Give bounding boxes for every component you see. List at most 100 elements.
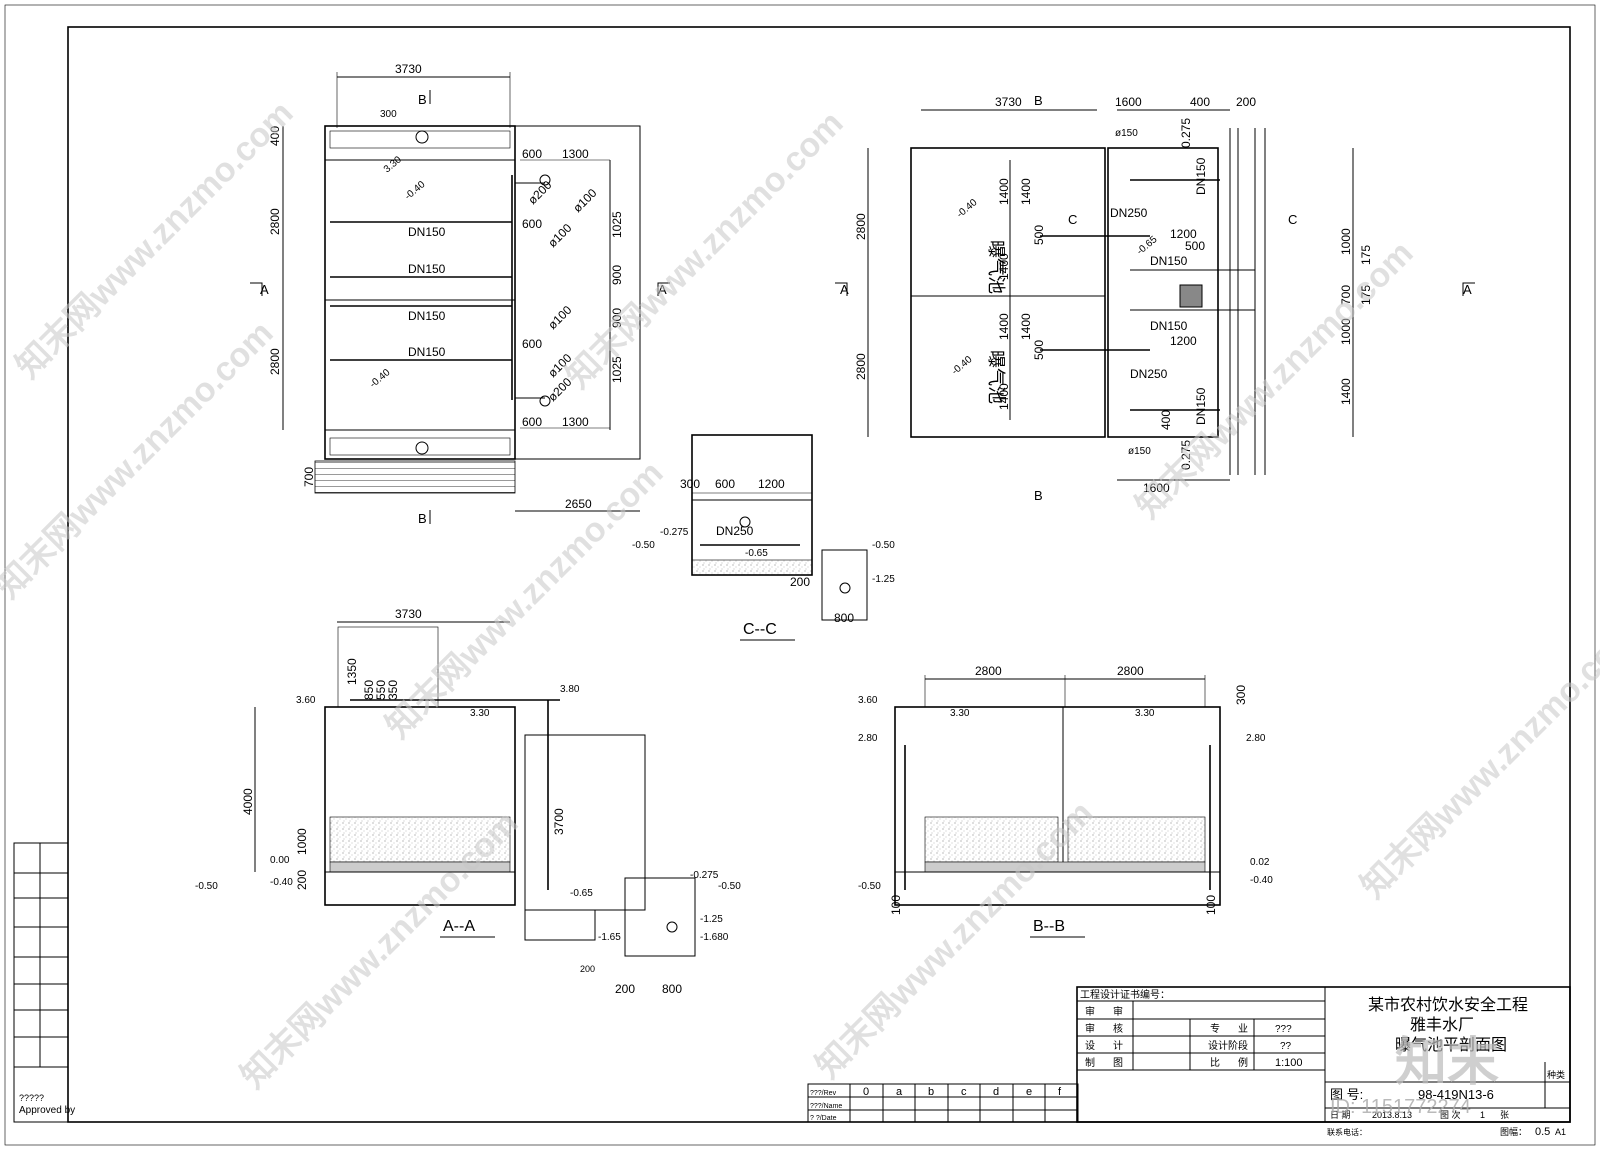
plan-left-width: 3730 bbox=[395, 62, 422, 76]
section-bb-el-280a: 2.80 bbox=[858, 733, 878, 744]
section-aa-dim-850: 850 bbox=[362, 680, 376, 700]
plan-right-dn250b: DN250 bbox=[1130, 367, 1168, 381]
section-cc-dim-300: 300 bbox=[680, 477, 700, 491]
plan-left-slope-3: 3.30 bbox=[382, 154, 404, 175]
plan-left-dim-600a: 600 bbox=[522, 147, 542, 161]
section-aa-el-n065: -0.65 bbox=[570, 888, 593, 899]
section-cc: 300 600 1200 DN250 -0.50 -0.275 -0.65 -0… bbox=[632, 434, 895, 641]
plan-right-dn150c: DN150 bbox=[1194, 157, 1208, 195]
plan-right-dim-1400e: 1400 bbox=[1019, 178, 1033, 205]
section-aa-dim-1350: 1350 bbox=[345, 658, 359, 685]
tb-r3d: ?? bbox=[1280, 1041, 1292, 1052]
watermark-3: 知末网www.znzmo.com bbox=[1129, 234, 1421, 526]
plan-right-dim-1200b: 1200 bbox=[1170, 334, 1197, 348]
plan-right-sec-a-left: A bbox=[840, 282, 849, 297]
section-aa-el-000: 0.00 bbox=[270, 855, 290, 866]
plan-right-dn250a: DN250 bbox=[1110, 206, 1148, 220]
section-aa-el-330: 3.30 bbox=[470, 708, 490, 719]
revision-letter: d bbox=[993, 1086, 999, 1098]
tb-sheet-label: 图 次 bbox=[1440, 1109, 1461, 1120]
sheet-border-inner bbox=[67, 26, 1571, 1123]
tb-r3a: 设 bbox=[1085, 1040, 1095, 1052]
plan-right-dim-1200a: 1200 bbox=[1170, 227, 1197, 241]
section-cc-el-3: -0.65 bbox=[745, 548, 768, 559]
section-aa-el-n050a: -0.50 bbox=[195, 881, 218, 892]
tb-date-label: 日 期 bbox=[1330, 1110, 1351, 1120]
plan-right-slope-2: -0.40 bbox=[950, 354, 975, 377]
revision-letter: 0 bbox=[863, 1086, 869, 1098]
plan-right-dim-500a: 500 bbox=[1032, 225, 1046, 245]
section-bb-el-n050: -0.50 bbox=[858, 881, 881, 892]
section-cc-el-4: -0.50 bbox=[872, 540, 895, 551]
plan-left-dim-2800b: 2800 bbox=[268, 348, 282, 375]
section-cc-dim-600: 600 bbox=[715, 477, 735, 491]
plan-left-dim-2650: 2650 bbox=[565, 497, 592, 511]
section-aa-el-n1680: -1.680 bbox=[700, 932, 729, 943]
section-cc-dn250: DN250 bbox=[716, 524, 754, 538]
revision-letter: c bbox=[961, 1086, 967, 1098]
tb-sheet-of: 张 bbox=[1500, 1110, 1509, 1120]
section-aa-dim-350: 350 bbox=[386, 680, 400, 700]
tb-r4a: 制 bbox=[1085, 1056, 1095, 1069]
tb-r2d: 业 bbox=[1238, 1023, 1248, 1035]
section-bb-el-n040: -0.40 bbox=[1250, 875, 1273, 886]
plan-left-manhole: 300 bbox=[380, 109, 397, 120]
approval-question: ????? bbox=[19, 1093, 44, 1103]
tb-date: ? ?/Date bbox=[810, 1115, 837, 1122]
plan-left-dn150-2: DN150 bbox=[408, 262, 446, 276]
section-aa-dim-550: 550 bbox=[374, 680, 388, 700]
section-bb-el-330a: 3.30 bbox=[950, 708, 970, 719]
section-bb-dim-100b: 100 bbox=[1204, 895, 1218, 915]
section-cc-dim-1200: 1200 bbox=[758, 477, 785, 491]
revision-letter: e bbox=[1026, 1086, 1032, 1098]
plan-left-dim-900a: 900 bbox=[610, 265, 624, 285]
plan-right-dim-175b: 175 bbox=[1359, 285, 1373, 305]
tb-project: 某市农村饮水安全工程 bbox=[1368, 996, 1528, 1014]
plan-left-phi200a: ø200 bbox=[525, 178, 554, 207]
plan-left-dn150-3: DN150 bbox=[408, 309, 446, 323]
plan-right-dim-1400c: 1400 bbox=[997, 313, 1011, 340]
section-aa-title: A--A bbox=[443, 918, 475, 935]
plan-right-sec-c-right: C bbox=[1288, 212, 1297, 227]
section-bb-el-002: 0.02 bbox=[1250, 857, 1270, 868]
tb-size-value: 0.5 bbox=[1535, 1126, 1550, 1138]
plan-right-width: 3730 bbox=[995, 95, 1022, 109]
plan-right-dn150d: DN150 bbox=[1194, 387, 1208, 425]
section-aa-el-n125: -1.25 bbox=[700, 914, 723, 925]
section-bb-el-360: 3.60 bbox=[858, 695, 878, 706]
tb-no-label: 图 号: bbox=[1330, 1087, 1363, 1102]
tb-date-value: 2013.8.13 bbox=[1372, 1110, 1412, 1120]
tb-r4d: 例 bbox=[1238, 1056, 1248, 1069]
tb-cert: 工程设计证书编号： bbox=[1080, 988, 1170, 1001]
plan-left-phi100a: ø100 bbox=[570, 186, 599, 215]
plan-right-dim-1600b: 1600 bbox=[1143, 481, 1170, 495]
section-bb-el-280b: 2.80 bbox=[1246, 733, 1266, 744]
section-aa-width: 3730 bbox=[395, 607, 422, 621]
plan-right-slope-1: -0.40 bbox=[955, 197, 980, 220]
section-aa: 3730 1350 850 550 350 4000 1000 200 3700… bbox=[195, 607, 741, 996]
tb-r3c: 设计阶段 bbox=[1208, 1039, 1248, 1052]
plan-left-phi100c: ø100 bbox=[545, 303, 574, 332]
plan-left-dn150-1: DN150 bbox=[408, 225, 446, 239]
plan-right-sec-c-left: C bbox=[1068, 212, 1077, 227]
plan-left-sec-a-left: A bbox=[260, 282, 269, 297]
plan-right-dn150b: DN150 bbox=[1150, 319, 1188, 333]
section-bb-dim-300: 300 bbox=[1234, 685, 1248, 705]
watermark-2: 知末网www.znzmo.com bbox=[559, 104, 851, 396]
plan-left-dim-1025a: 1025 bbox=[610, 211, 624, 238]
plan-right-dim-2800b: 2800 bbox=[854, 353, 868, 380]
plan-left-slope-2: -0.40 bbox=[368, 367, 393, 390]
tb-a1: A1 bbox=[1555, 1127, 1566, 1137]
sheet-border-outer bbox=[4, 4, 1596, 1146]
tb-drawing: 曝气池平剖面图 bbox=[1395, 1036, 1507, 1054]
watermark-id: ID: 1151772274 bbox=[1330, 1096, 1471, 1118]
plan-right-dim-175a: 175 bbox=[1359, 245, 1373, 265]
section-cc-el-2: -0.275 bbox=[660, 527, 689, 538]
watermark-5: 知末网www.znzmo.com bbox=[379, 454, 671, 746]
plan-left-dim-600c: 600 bbox=[522, 337, 542, 351]
approved-by-label: Approved by bbox=[19, 1105, 75, 1116]
section-cc-el-5: -1.25 bbox=[872, 574, 895, 585]
plan-right-dim-275a: 0.275 bbox=[1179, 118, 1193, 148]
